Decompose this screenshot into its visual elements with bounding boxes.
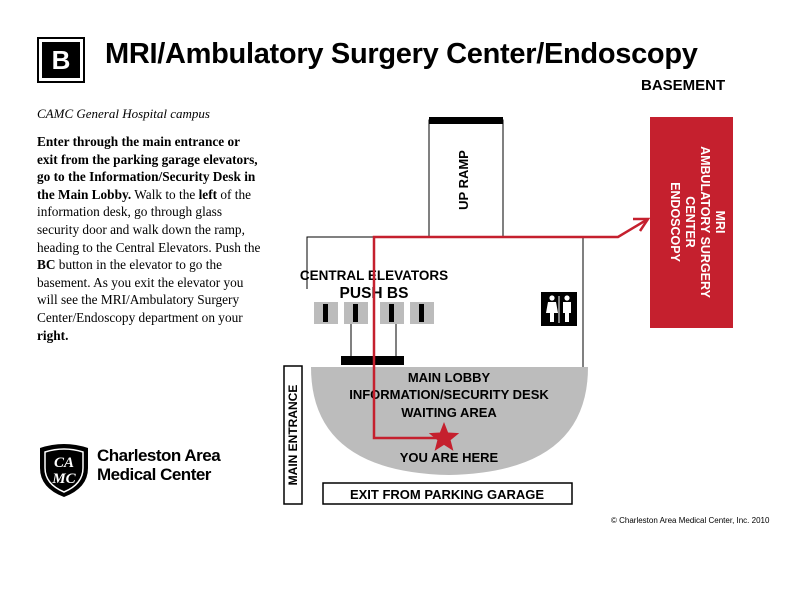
- shield-logo-icon: CA MC: [40, 444, 88, 497]
- elevator-door-icon: [419, 304, 424, 322]
- directions-text: Enter through the main entrance or exit …: [37, 133, 262, 344]
- directions-segment: button in the elevator to go the basemen…: [37, 257, 244, 325]
- destination-line-3: CENTER: [683, 196, 697, 247]
- parking-garage-exit: [322, 482, 573, 505]
- map-letter-badge: B: [37, 37, 85, 83]
- route-path: [372, 217, 649, 440]
- route-arrowhead: [633, 217, 651, 232]
- main-entrance: [283, 365, 303, 505]
- up-ramp: [428, 119, 504, 238]
- security-door: [341, 356, 404, 365]
- destination-line-2: AMBULATORY SURGERY: [698, 146, 712, 299]
- org-name-line2: Medical Center: [97, 465, 211, 484]
- elevator-door-icon: [389, 304, 394, 322]
- elevator-door-icon: [353, 304, 358, 322]
- directions-segment: BC: [37, 257, 56, 273]
- campus-label: CAMC General Hospital campus: [37, 106, 210, 121]
- destination-block: [650, 117, 733, 328]
- restroom-icon: [541, 292, 577, 326]
- org-name-line1: Charleston Area: [97, 446, 221, 465]
- info-desk-label: INFORMATION/SECURITY DESK: [349, 387, 549, 402]
- waiting-area-label: WAITING AREA: [401, 405, 497, 420]
- main-lobby: [311, 367, 588, 475]
- directions-segment: left: [198, 186, 218, 202]
- main-entrance-label: MAIN ENTRANCE: [286, 385, 300, 486]
- svg-text:CA: CA: [54, 455, 74, 471]
- svg-text:MC: MC: [51, 471, 76, 487]
- star-icon: [428, 422, 460, 451]
- you-are-here-label: YOU ARE HERE: [400, 450, 499, 465]
- camc-logo: CA MC: [38, 442, 90, 503]
- badge-letter: B: [42, 42, 80, 78]
- parking-garage-label: EXIT FROM PARKING GARAGE: [350, 487, 544, 502]
- directions-segment: right.: [37, 327, 69, 343]
- elevator-door-icon: [323, 304, 328, 322]
- directions-segment: of the information desk, go through glas…: [37, 186, 261, 255]
- directions-segment: Walk to the: [131, 186, 199, 202]
- elevator-bank: [314, 302, 434, 324]
- copyright: © Charleston Area Medical Center, Inc. 2…: [611, 516, 770, 525]
- page-title: MRI/Ambulatory Surgery Center/Endoscopy: [105, 38, 698, 70]
- org-name: Charleston Area Medical Center: [97, 446, 221, 484]
- up-ramp-label: UP RAMP: [456, 150, 471, 210]
- main-lobby-label: MAIN LOBBY: [408, 370, 491, 385]
- ramp-top-bar: [429, 117, 503, 124]
- floor-level: BASEMENT: [641, 77, 726, 94]
- directions-segment: Enter through the main entrance or exit …: [37, 134, 258, 202]
- destination-labels: MRI AMBULATORY SURGERY CENTER ENDOSCOPY: [668, 146, 727, 299]
- destination-line-1: MRI: [713, 211, 727, 234]
- destination-line-4: ENDOSCOPY: [668, 182, 682, 263]
